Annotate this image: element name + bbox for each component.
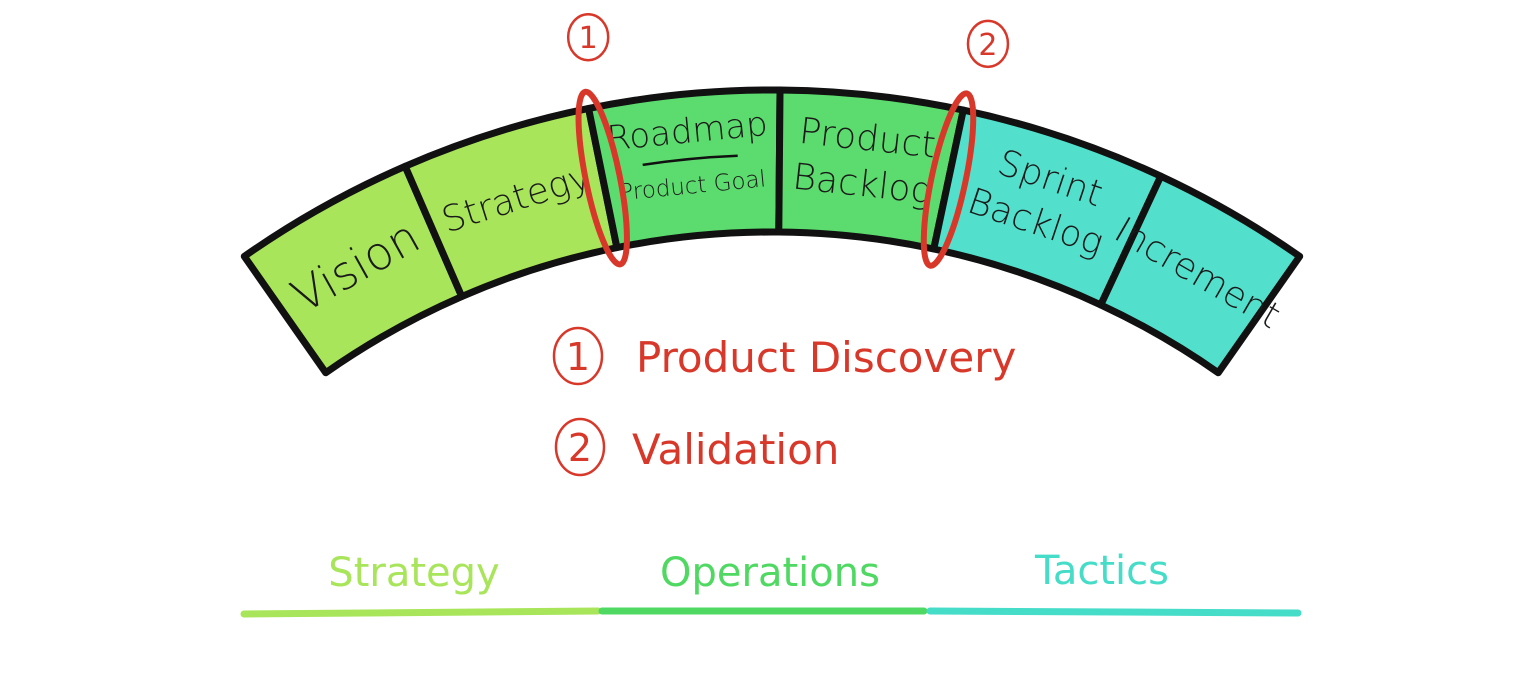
footer: Strategy Operations Tactics: [240, 548, 1302, 618]
legend-number-circle: [554, 417, 606, 477]
footer-line-tactics: [926, 607, 1302, 617]
marker-number-circle-1: [566, 12, 610, 62]
legend-item-2: 2 Validation: [554, 417, 839, 477]
legend-label-validation: Validation: [632, 425, 839, 474]
legend: 1 Product Discovery 2 Validation: [552, 326, 1016, 477]
footer-label-operations: Operations: [660, 550, 880, 596]
legend-number-circle: [552, 326, 604, 386]
marker-number-circle-2: [966, 19, 1010, 69]
legend-label-product-discovery: Product Discovery: [636, 333, 1016, 382]
footer-line-strategy: [240, 607, 602, 618]
marker-ellipse-2: [920, 90, 977, 269]
marker-number-2: 2: [978, 28, 997, 63]
marker-ellipse-1: [575, 88, 630, 268]
legend-number: 1: [566, 335, 590, 379]
footer-label-strategy: Strategy: [328, 550, 499, 596]
footer-label-tactics: Tactics: [1034, 548, 1169, 594]
arc-segment-increment: [1097, 172, 1304, 377]
legend-item-1: 1 Product Discovery: [552, 326, 1016, 386]
roadmap-divider-line: [642, 154, 738, 167]
arc-segments: [240, 86, 1304, 377]
legend-number: 2: [568, 426, 592, 470]
marker-number-1: 1: [579, 21, 598, 56]
